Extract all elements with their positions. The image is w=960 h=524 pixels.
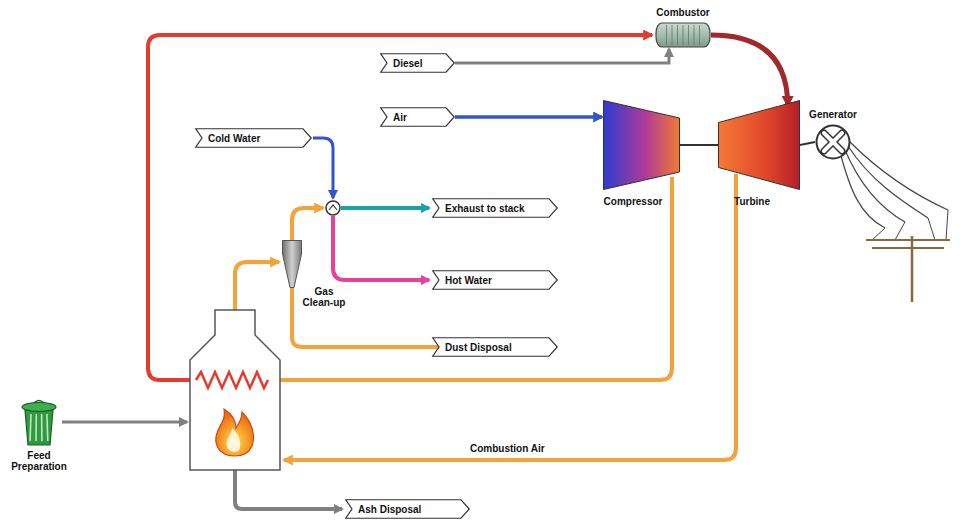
clean-gas-line [292,208,323,240]
tag-label: Hot Water [432,271,492,291]
exhaust-line [341,206,429,210]
gas-cleanup-cyclone [282,240,302,288]
shaft-line [800,142,815,145]
tag-outline [380,107,455,127]
cold-water-line [313,138,333,198]
gas-cleanup-cyclone: Gas Clean-up [282,240,302,288]
generator-cross-fill [824,133,842,151]
output-tag: Dust Disposal [432,337,558,357]
tag-label: Ash Disposal [345,500,421,520]
flue-gas-line [235,262,279,310]
bin-stripe [41,414,43,441]
combustor-body [656,23,710,47]
tag-label: Cold Water [195,129,260,149]
combustor-drum [655,22,711,48]
turbine-body [719,101,800,190]
tag-label: Exhaust to stack [432,199,524,219]
shaft-line [680,144,718,146]
combustor-drum: Combustor [655,22,711,48]
input-tag: Air [380,107,455,127]
compressor-body [604,101,680,190]
heat-exchanger-symbol [329,205,337,210]
generator-symbol: Generator [815,124,851,160]
combustor-rib [683,25,684,45]
generator-circle [817,126,850,159]
heat-coil [196,372,268,388]
cyclone-body [283,241,302,288]
bin-lid [22,403,56,412]
compressor-shape [603,100,680,190]
part-label: Combustor [656,7,709,18]
part-label: Compressor [604,196,663,207]
combustion-air-line [284,174,736,460]
compressed-air-line [268,177,672,380]
combustor-rib [666,25,667,45]
heat-exchanger [326,201,340,215]
combustor-rib [699,25,700,45]
output-tag: Ash Disposal [345,499,470,519]
feed-bin [20,398,58,446]
output-tag: Hot Water [432,270,558,290]
combustor-rib [694,25,695,45]
hot-water-line [333,216,429,280]
part-label: Turbine [734,196,770,207]
hot-gas-arrow [711,35,788,106]
generator-cross [824,133,842,151]
bin-body [25,410,53,445]
turbine-shape: Turbine [718,100,800,190]
output-tag: Exhaust to stack [432,198,558,218]
diesel-feed-arrow [455,49,669,63]
power-line [840,152,885,228]
turbine-shape [718,100,800,190]
pole-crossbar [866,240,950,248]
bin-stripe [35,414,37,441]
generator-symbol [815,124,851,160]
input-tag: Diesel [380,53,455,73]
input-tag: Cold Water [195,128,312,148]
feed-line [62,421,187,424]
flame [216,409,254,456]
combustor-rib [677,25,678,45]
dust-line [292,288,438,347]
power-line-drop [872,210,948,240]
power-line [848,146,928,218]
bin-stripe [46,414,48,441]
furnace-outline [190,310,280,470]
tag-label: Air [380,108,407,128]
part-label: Feed Preparation [2,450,76,472]
combustor-rib [672,25,673,45]
compressor-shape: Compressor [603,100,680,190]
air-intake-arrow [455,115,602,119]
bin-handle [34,401,44,404]
tag-label: Diesel [380,54,422,74]
part-label: Gas Clean-up [298,286,350,308]
power-line [845,150,905,222]
utility-pole [911,236,914,302]
feed-bin: Feed Preparation [20,398,58,446]
tag-shape [381,108,455,127]
flame-core [226,428,240,452]
part-label: Generator [809,109,857,120]
ash-line [235,470,342,509]
bin-stripe [29,414,31,441]
tag-label: Dust Disposal [432,338,512,358]
power-line [850,142,948,210]
flow-label: Combustion Air [468,443,547,454]
combustor-rib [688,25,689,45]
